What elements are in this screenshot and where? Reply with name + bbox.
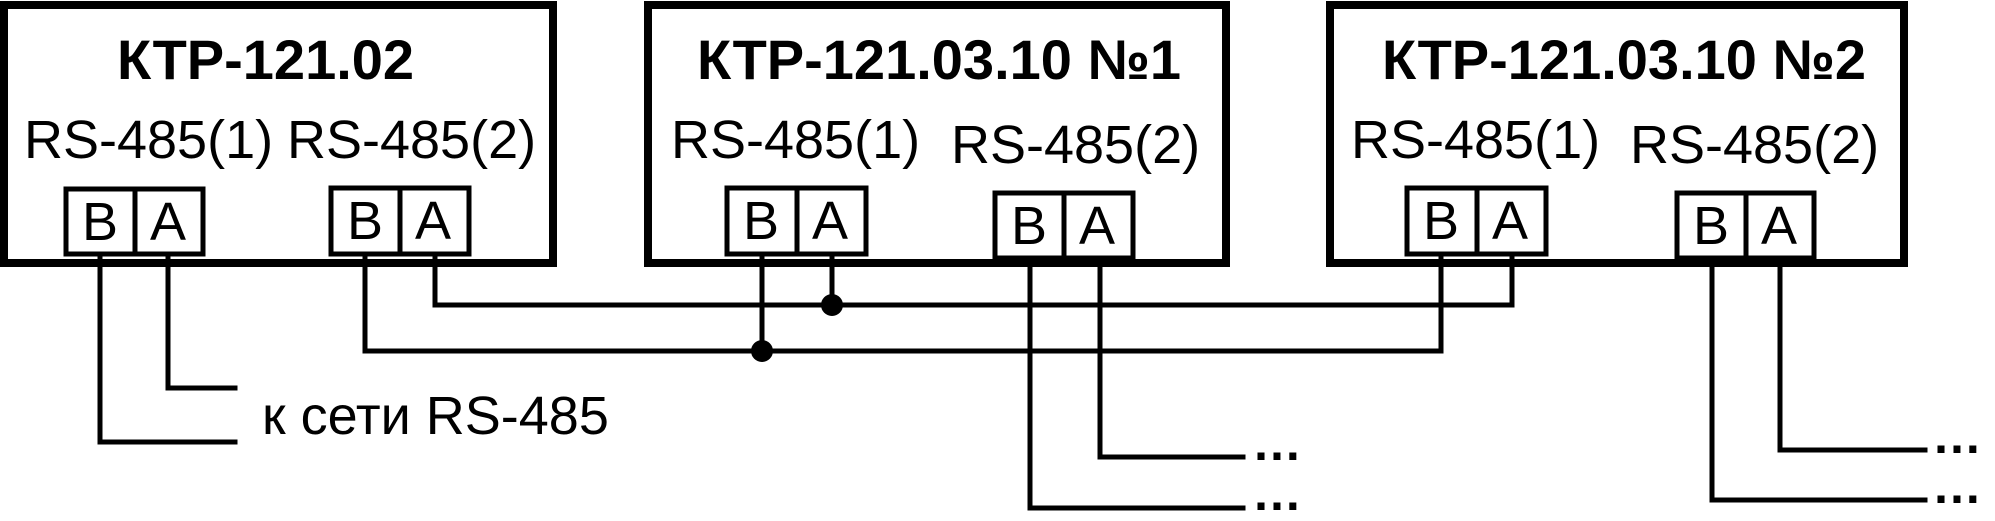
device-title: КТР-121.02 — [117, 28, 415, 91]
pin-label-a: A — [150, 192, 187, 252]
device-title: КТР-121.03.10 №2 — [1382, 28, 1867, 91]
device-title: КТР-121.03.10 №1 — [697, 28, 1182, 91]
continuation-ellipsis: … — [1252, 465, 1306, 521]
continuation-ellipsis: … — [1252, 415, 1306, 471]
continuation-ellipsis: … — [1932, 458, 1986, 514]
port-label-rs485-2: RS-485(2) — [1630, 115, 1880, 175]
wire-network-b — [97, 251, 238, 445]
pin-label-b: B — [1011, 196, 1048, 256]
continuation-ellipsis: … — [1932, 408, 1986, 464]
pin-label-a: A — [812, 191, 849, 251]
pin-label-b: B — [347, 191, 384, 251]
pin-label-b: B — [1693, 196, 1730, 256]
device-box-ktr-121-02 — [0, 1, 557, 267]
pin-label-b: B — [1423, 191, 1460, 251]
port-label-rs485-1: RS-485(1) — [1351, 110, 1601, 170]
wire-d3-a-out — [1777, 255, 1928, 453]
wire-d2-b-out — [1027, 255, 1246, 511]
network-label: к сети RS-485 — [262, 386, 609, 446]
pin-label-a: A — [1761, 196, 1798, 256]
port-label-rs485-1: RS-485(1) — [671, 110, 921, 170]
wire-d3-b-out — [1709, 255, 1928, 503]
pin-label-b: B — [82, 192, 119, 252]
port-label-rs485-2: RS-485(2) — [287, 110, 537, 170]
port-label-rs485-1: RS-485(1) — [24, 110, 274, 170]
device-box-ktr-121-03-10-no2 — [1326, 1, 1908, 267]
wire-network-a — [165, 251, 238, 391]
pin-label-a: A — [1079, 196, 1116, 256]
wire-d2-a-out — [1097, 255, 1246, 460]
junction-dot-b — [751, 340, 773, 362]
port-label-rs485-2: RS-485(2) — [951, 115, 1201, 175]
pin-label-a: A — [1492, 191, 1529, 251]
device-box-ktr-121-03-10-no1 — [644, 1, 1230, 267]
pin-label-a: A — [415, 191, 452, 251]
junction-dot-a — [821, 294, 843, 316]
wire-bus-a — [432, 251, 1515, 308]
pin-label-b: B — [743, 191, 780, 251]
